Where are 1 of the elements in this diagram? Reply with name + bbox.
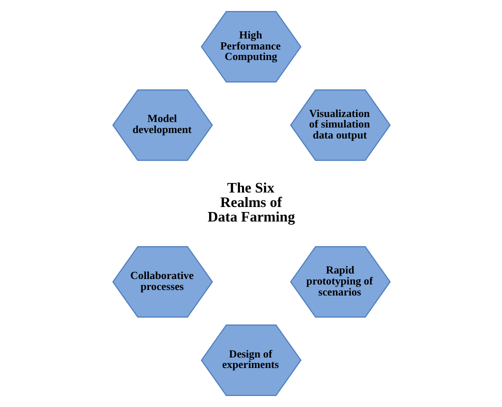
- label: The Six Realms of Data Farming: [207, 180, 294, 226]
